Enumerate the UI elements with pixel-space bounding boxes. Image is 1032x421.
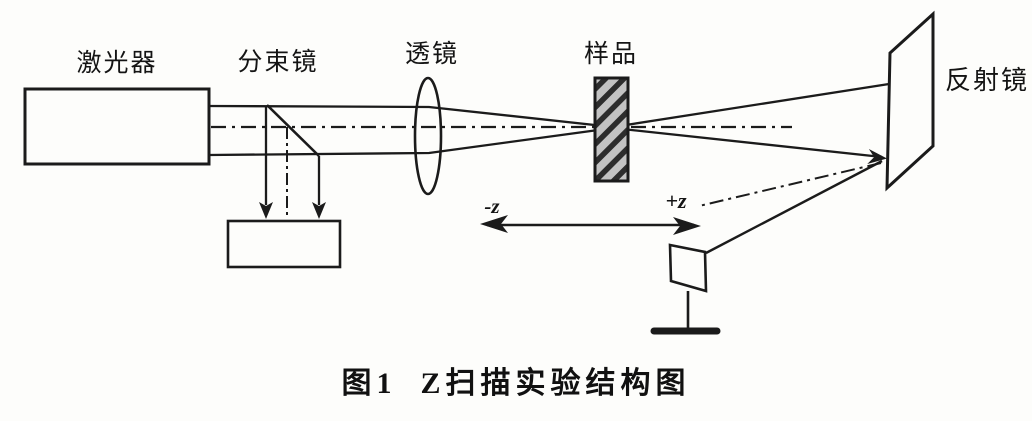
figure-caption-number: 图1 xyxy=(341,367,397,400)
reference-detector-box xyxy=(226,219,342,269)
beam-diverging-bottom-line xyxy=(612,126,883,159)
beam-top-line xyxy=(208,104,614,129)
z-negative-label: -z xyxy=(484,194,500,218)
detector-head xyxy=(668,243,708,293)
figure-caption-title: Z扫描实验结构图 xyxy=(420,367,691,400)
reflected-axis-line xyxy=(698,162,882,207)
beam-splitter-plate xyxy=(266,104,320,157)
sample-cell xyxy=(593,76,630,183)
reflected-beam-line xyxy=(705,159,883,255)
lens-ellipse xyxy=(413,76,443,196)
laser-label: 激光器 xyxy=(76,50,158,77)
split-beam-left-arrowhead-icon xyxy=(259,202,273,219)
z-axis-right-arrowhead-icon xyxy=(673,217,701,235)
figure-caption: 图1 Z扫描实验结构图 xyxy=(0,366,1032,402)
lens-label: 透镜 xyxy=(404,41,460,68)
laser-box xyxy=(23,87,211,166)
beam-diverging-top-line xyxy=(612,82,890,129)
z-positive-label: +z xyxy=(665,188,687,213)
beam-bottom-line xyxy=(208,126,614,157)
mirror-label: 反射镜 xyxy=(944,66,1030,95)
beam-to-mirror-arrowhead-icon xyxy=(867,149,887,164)
mirror-plate xyxy=(885,10,935,192)
z-axis-left-arrowhead-icon xyxy=(480,215,508,233)
beam-splitter-label: 分束镜 xyxy=(237,49,319,76)
sample-label: 样品 xyxy=(583,41,639,68)
split-beam-right-arrowhead-icon xyxy=(312,202,326,219)
